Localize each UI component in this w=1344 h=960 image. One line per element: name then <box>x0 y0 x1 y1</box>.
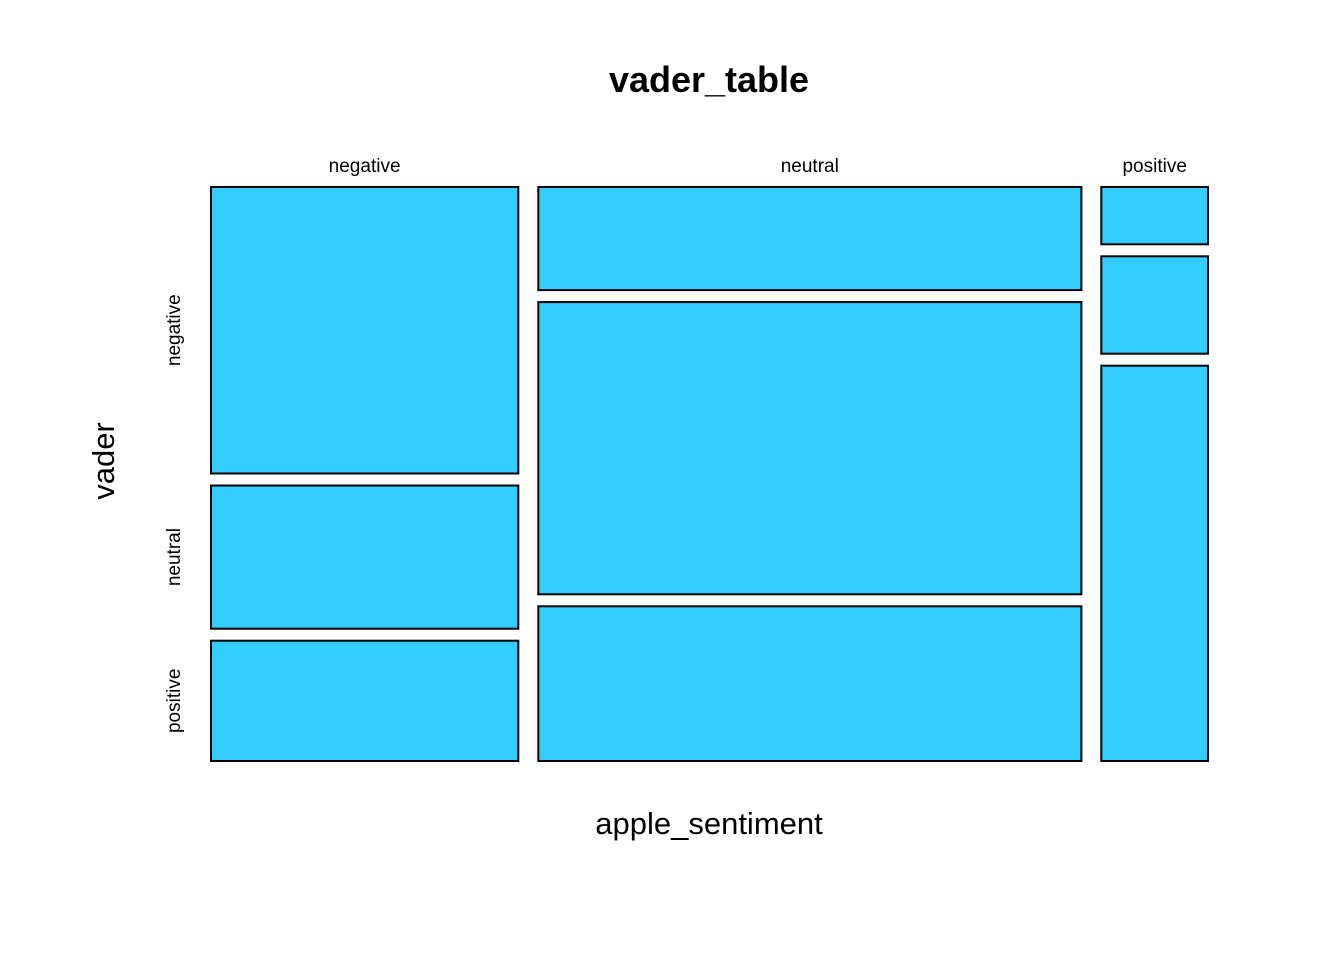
chart-title: vader_table <box>609 59 809 100</box>
x-category-label-neutral: neutral <box>781 156 839 177</box>
mosaic-tiles <box>210 186 1210 763</box>
y-category-label-negative: negative <box>164 294 185 366</box>
y-category-labels: negative neutral positive <box>164 294 185 733</box>
tile-negative-neutral <box>210 484 520 630</box>
x-category-label-negative: negative <box>329 156 401 177</box>
tile-neutral-negative <box>537 186 1083 292</box>
y-category-label-neutral: neutral <box>164 528 185 586</box>
tile-positive-neutral <box>1100 255 1210 355</box>
tile-negative-positive <box>210 639 520 763</box>
tile-negative-negative <box>210 186 520 475</box>
x-axis-label: apple_sentiment <box>595 806 823 841</box>
tile-positive-positive <box>1100 364 1210 762</box>
x-category-labels: negative neutral positive <box>329 156 1187 177</box>
x-category-label-positive: positive <box>1122 156 1186 177</box>
tile-neutral-positive <box>537 605 1083 762</box>
y-category-label-positive: positive <box>164 669 185 733</box>
tile-positive-negative <box>1100 186 1210 246</box>
tile-neutral-neutral <box>537 301 1083 596</box>
y-axis-label: vader <box>86 422 121 500</box>
